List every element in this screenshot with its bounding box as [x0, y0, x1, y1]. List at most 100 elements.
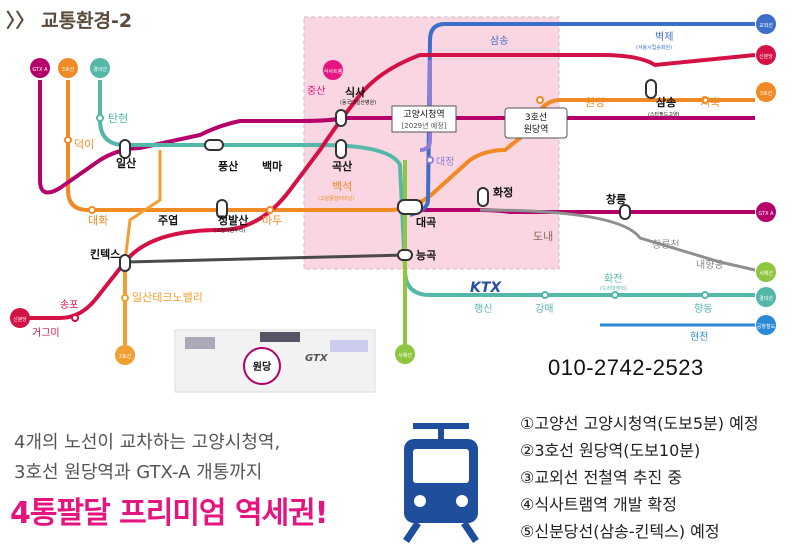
station-dot-tanhyeon [96, 114, 104, 122]
station-label: 마두 [262, 214, 282, 227]
svg-text:신분당: 신분당 [759, 53, 773, 60]
badge-gyooe-right: 교외선 [756, 14, 776, 34]
tram-line [123, 150, 162, 263]
svg-text:서해선: 서해선 [398, 352, 412, 359]
station-dot-wondang [536, 96, 544, 104]
station-dot-deogi [64, 136, 72, 144]
station-label: 삼송 [656, 95, 676, 109]
station-marker-hwajeong [477, 187, 489, 207]
station-marker-neunggok [397, 249, 413, 261]
note-item: ⑤신분당선(삼송-킨텍스) 예정 [520, 522, 720, 541]
station-label: 식사 [345, 85, 366, 99]
gohyang-line [419, 60, 432, 152]
station-label: 창릉 [606, 192, 626, 206]
station-label: 창릉천 [652, 239, 680, 251]
wondang-illustration: 원당 GTX [174, 329, 376, 393]
station-label: 내향동 [696, 259, 724, 271]
station-label: 화정 [493, 185, 513, 199]
svg-text:GTX: GTX [305, 353, 329, 364]
station-dot-hyangdong [701, 291, 709, 299]
station-label: (고양아람누리) [214, 227, 246, 234]
station-label: 거그미 [32, 327, 60, 339]
svg-text:3호선: 3호선 [760, 90, 773, 97]
svg-text:3호선: 3호선 [62, 66, 75, 73]
svg-text:GTX A: GTX A [32, 67, 48, 73]
station-label: 강매 [535, 303, 553, 315]
badge-gtxa-right: GTX A [756, 202, 776, 222]
station-label: 지축 [700, 96, 720, 109]
gtx-line-lower [410, 208, 755, 214]
station-label: 백석 [332, 180, 352, 193]
station-label: 킨텍스 [90, 247, 120, 261]
station-marker-kintex [119, 254, 131, 272]
note-item: ③교외선 전철역 추진 중 [520, 468, 683, 487]
station-label: 주엽 [158, 213, 178, 227]
badge-line3-right: 3호선 [756, 82, 776, 102]
station-label: 능곡 [416, 249, 436, 262]
badge-seohae-bottom: 서해선 [395, 344, 415, 364]
badge-seohae-right: 서해선 [756, 262, 776, 282]
ilsan-tv-link [124, 253, 406, 264]
station-label: 벽제 [655, 31, 673, 43]
station-label: 현천 [690, 331, 708, 343]
badge-line3-left: 3호선 [58, 58, 78, 78]
svg-text:3호선: 3호선 [525, 112, 547, 123]
badge-line2: 2호선 [115, 345, 135, 365]
station-label: (서울시립승화원) [636, 44, 672, 51]
station-dot-madu [266, 206, 274, 214]
station-label: 곡산 [332, 159, 352, 173]
station-label: 향동 [694, 303, 712, 315]
svg-text:원당역: 원당역 [524, 124, 549, 135]
svg-text:경의선: 경의선 [759, 295, 773, 302]
station-label: 원당 [585, 96, 605, 109]
station-label: 일산테크노밸리 [132, 290, 203, 304]
station-dot-ilsan-tv [121, 294, 129, 302]
station-label: 송포 [60, 299, 78, 311]
station-marker-changneung [619, 204, 631, 220]
gyeongui-line [98, 80, 755, 297]
svg-text:원당: 원당 [253, 360, 272, 373]
station-dot-gangmae [541, 291, 549, 299]
callout-city-hall: 고양시청역 [2029년 예정] [391, 105, 457, 133]
notes-list: ①고양선 고양시청역(도보5분) 예정 ②3호선 원당역(도보10분) ③교외선… [520, 410, 759, 545]
callout-wondang: 3호선 원당역 [504, 107, 568, 139]
station-marker-goksan [335, 139, 347, 159]
gtx-line [38, 80, 755, 195]
badge-gyeongui-right: 경의선 [756, 287, 776, 307]
station-label: 화전 [604, 273, 622, 285]
svg-text:GTX A: GTX A [758, 211, 774, 217]
station-label: 백마 [262, 159, 283, 173]
badge-sinsa-tram: 식사트램 [323, 60, 343, 80]
description-line-1: 4개의 노선이 교차하는 고양시청역, [14, 432, 281, 453]
station-label: (드라마센터) [600, 285, 627, 292]
station-label: 도내 [533, 230, 553, 243]
page-title: 〉〉 교통환경-2 [6, 10, 133, 32]
station-label: 중산 [307, 85, 325, 97]
station-label: 덕이 [74, 138, 94, 151]
badge-gtxa-left: GTX A [30, 58, 50, 78]
station-dot-hwajeon [611, 291, 619, 299]
badge-gyeongui-left: 경의선 [90, 58, 110, 78]
ktx-logo: KTX [470, 280, 502, 296]
svg-text:공항철도: 공항철도 [757, 323, 776, 330]
note-item: ④식사트램역 개발 확정 [520, 495, 677, 514]
station-marker-daegok [397, 199, 423, 215]
station-label: (스타필드고양) [648, 111, 680, 118]
svg-text:서해선: 서해선 [759, 270, 773, 277]
station-dot-songpo [71, 314, 79, 322]
station-label: 대정 [436, 156, 454, 168]
station-marker-pungsan [204, 139, 224, 151]
svg-text:[2029년 예정]: [2029년 예정] [402, 121, 447, 130]
station-label: 행신 [474, 303, 492, 315]
description-line-2: 3호선 원당역과 GTX-A 개통까지 [14, 462, 263, 483]
svg-text:교외선: 교외선 [759, 22, 773, 29]
station-label: 삼송 [490, 35, 508, 47]
station-label: 풍산 [218, 159, 238, 173]
station-label: 대곡 [416, 215, 436, 229]
badge-sinbundang-left: 신분당 [10, 308, 30, 328]
station-label: (고양종합터미널) [318, 195, 354, 202]
station-label: 일산 [116, 156, 136, 170]
station-marker-ilsan [119, 139, 131, 159]
svg-text:식사트램: 식사트램 [324, 68, 343, 75]
